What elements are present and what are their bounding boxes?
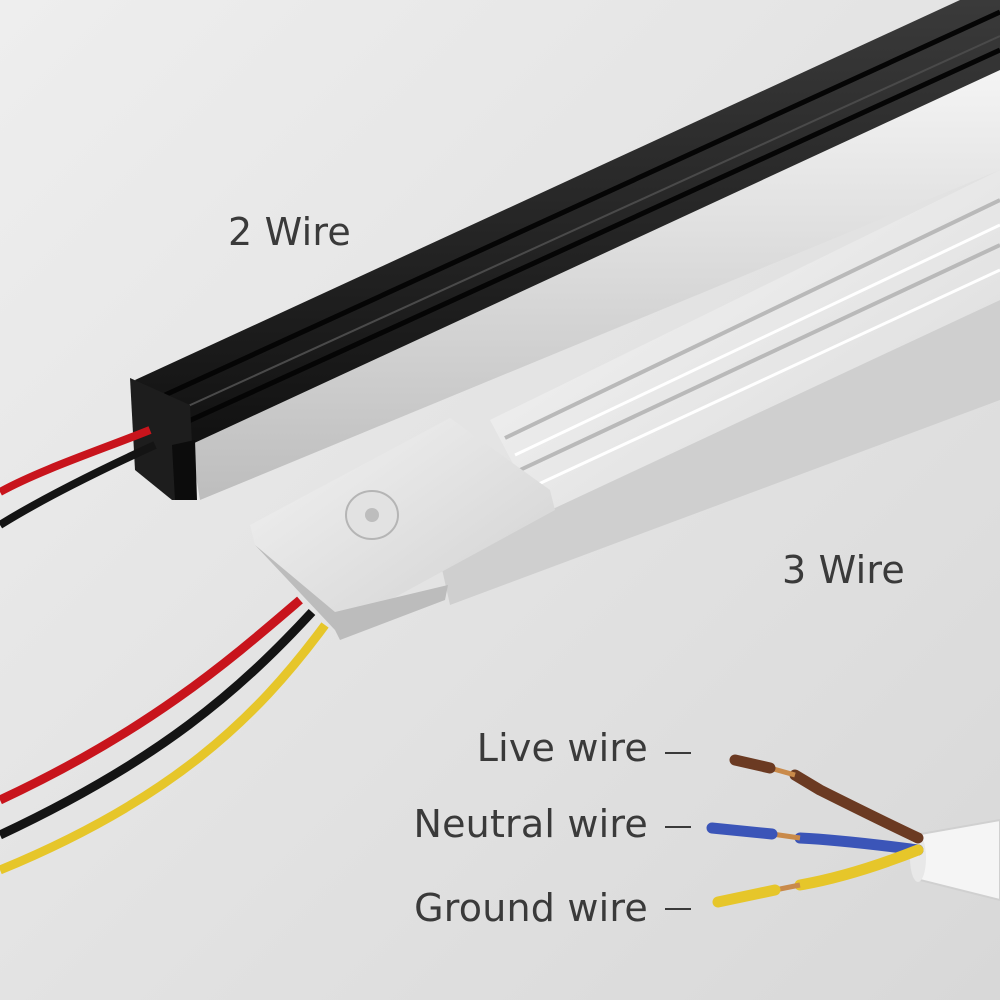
three-wire-cable: [0, 596, 329, 875]
neutral-wire-label: Neutral wire: [413, 802, 648, 846]
ground-wire-label: Ground wire: [414, 886, 648, 930]
ground-wire-dash: [665, 908, 691, 910]
neutral-conductor: [794, 832, 924, 856]
two-wire-cable: [0, 426, 157, 529]
ground-conductor: [794, 844, 924, 891]
live-wire-label: Live wire: [476, 726, 648, 770]
mains-cable: [706, 754, 1000, 908]
two-wire-label: 2 Wire: [228, 210, 351, 254]
white-end-cap: [250, 418, 555, 640]
live-conductor: [789, 769, 924, 844]
white-led-profile: [440, 170, 1000, 605]
three-wire-label: 3 Wire: [782, 548, 905, 592]
live-wire-dash: [665, 752, 691, 754]
black-led-profile: [130, 0, 1000, 500]
neutral-wire-dash: [665, 826, 691, 828]
